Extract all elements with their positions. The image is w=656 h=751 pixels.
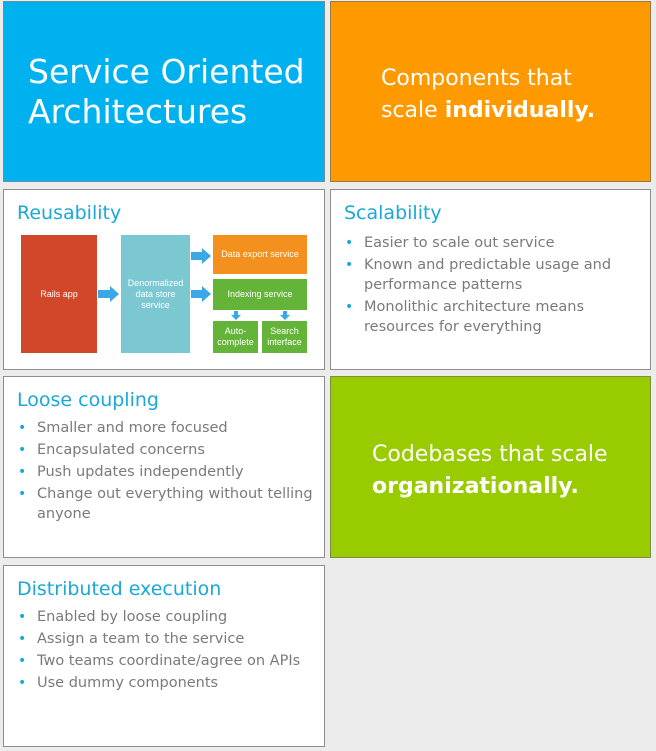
codebases-phrase: Codebases that scale organizationally. — [372, 439, 608, 503]
slide-title-line-1: Service Oriented — [28, 52, 305, 91]
list-item: Enabled by loose coupling — [17, 607, 316, 627]
scalability-heading: Scalability — [344, 202, 442, 224]
list-item: Push updates independently — [17, 462, 316, 482]
components-phrase: Components that scale individually. — [381, 63, 595, 127]
distributed-execution-bullets: Enabled by loose coupling Assign a team … — [17, 607, 316, 695]
components-emphasis: individually. — [444, 98, 596, 123]
distributed-execution-tile: Distributed execution Enabled by loose c… — [3, 565, 325, 747]
reusability-heading: Reusability — [17, 202, 122, 224]
list-item: Easier to scale out service — [344, 233, 642, 253]
loose-coupling-bullets: Smaller and more focused Encapsulated co… — [17, 418, 316, 526]
components-line-1: Components that — [381, 66, 572, 91]
arrow-denormalized-to-indexing-icon — [191, 286, 211, 302]
list-item: Known and predictable usage and performa… — [344, 255, 642, 295]
codebases-line-1: Codebases that scale — [372, 442, 608, 467]
list-item: Monolithic architecture means resources … — [344, 297, 642, 337]
arrow-denormalized-to-export-icon — [191, 248, 211, 264]
data-export-service-box: Data export service — [213, 235, 307, 274]
indexing-service-box: Indexing service — [213, 279, 307, 310]
scalability-tile: Scalability Easier to scale out service … — [330, 189, 651, 370]
arrow-indexing-to-search-icon — [280, 311, 290, 320]
rails-app-box: Rails app — [21, 235, 97, 353]
distributed-execution-heading: Distributed execution — [17, 578, 222, 600]
reusability-tile: Reusability Rails app Denormalized data … — [3, 189, 325, 370]
codebases-tile: Codebases that scale organizationally. — [330, 376, 651, 558]
search-interface-box: Search interface — [262, 321, 307, 353]
components-line-2: scale individually. — [381, 95, 595, 127]
denormalized-service-box: Denormalized data store service — [121, 235, 190, 353]
list-item: Smaller and more focused — [17, 418, 316, 438]
autocomplete-box: Auto-complete — [213, 321, 258, 353]
loose-coupling-tile: Loose coupling Smaller and more focused … — [3, 376, 325, 558]
list-item: Change out everything without telling an… — [17, 484, 316, 524]
diagram-arrows — [98, 248, 290, 320]
list-item: Two teams coordinate/agree on APIs — [17, 651, 316, 671]
scalability-bullets: Easier to scale out service Known and pr… — [344, 233, 642, 339]
reusability-diagram: Rails app Denormalized data store servic… — [21, 235, 307, 353]
components-line-2-plain: scale — [381, 98, 445, 123]
arrow-rails-to-denormalized-icon — [98, 286, 119, 302]
slide-title-line-2: Architectures — [28, 92, 248, 131]
components-tile: Components that scale individually. — [330, 1, 651, 182]
list-item: Assign a team to the service — [17, 629, 316, 649]
codebases-emphasis: organizationally. — [372, 474, 579, 499]
loose-coupling-heading: Loose coupling — [17, 389, 159, 411]
slide-title: Service Oriented Architectures — [28, 52, 305, 132]
list-item: Encapsulated concerns — [17, 440, 316, 460]
title-tile: Service Oriented Architectures — [3, 1, 325, 182]
list-item: Use dummy components — [17, 673, 316, 693]
arrow-indexing-to-autocomplete-icon — [231, 311, 241, 320]
